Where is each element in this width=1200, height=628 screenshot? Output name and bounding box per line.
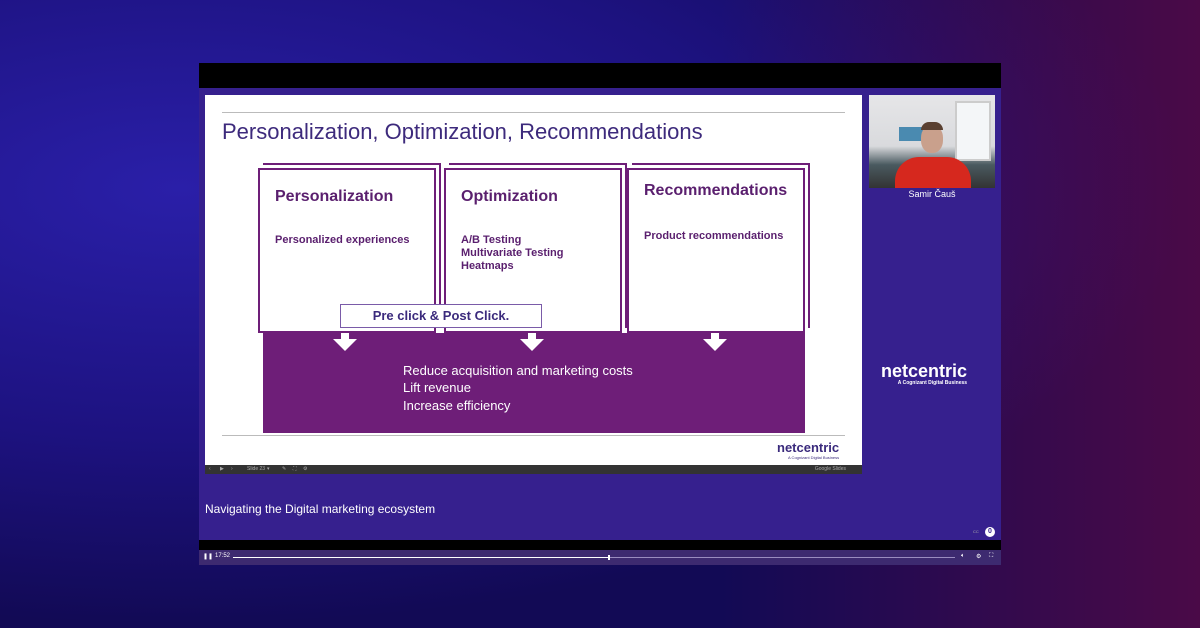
card-item: Heatmaps	[461, 260, 514, 272]
outcome: Increase efficiency	[403, 398, 511, 413]
video-player: Personalization, Optimization, Recommend…	[199, 63, 1001, 565]
prev-slide-icon[interactable]: ‹	[209, 466, 211, 472]
play-icon[interactable]: ▶	[220, 466, 224, 472]
slide-select[interactable]: Slide 23	[247, 466, 266, 472]
seek-thumb[interactable]	[608, 555, 611, 560]
cc-label[interactable]: CC	[973, 529, 979, 534]
presenter-head	[921, 125, 943, 153]
arrow-stem	[711, 333, 719, 339]
badge[interactable]: 0	[985, 527, 995, 537]
top-band	[199, 63, 1001, 88]
volume-icon[interactable]: 🔈︎	[961, 553, 965, 559]
dropdown-icon[interactable]: ▾	[267, 466, 270, 472]
pen-icon[interactable]: ✎	[282, 466, 287, 472]
logo-sub: A Cognizant Digital Business	[788, 455, 840, 460]
player-controls: ❚❚ 17:52 🔈︎ ⚙ ⛶	[199, 550, 1001, 565]
brand-label: Google Slides	[814, 466, 846, 472]
webcam-video	[869, 95, 995, 188]
seek-fill	[233, 557, 609, 558]
seek-bar[interactable]	[233, 555, 955, 560]
presenter-name: Samir Čauš	[908, 189, 956, 199]
outcome: Lift revenue	[403, 380, 471, 395]
card-heading: Recommendations	[644, 182, 788, 199]
fullscreen-icon[interactable]: ⛶	[989, 553, 994, 559]
card-item: Product recommendations	[644, 230, 784, 242]
settings-icon[interactable]: ⚙	[976, 554, 982, 560]
current-time: 17:52	[215, 553, 231, 559]
logo-text: netcentric	[881, 361, 968, 381]
arrow-stem	[341, 333, 349, 339]
pre-post-click-banner: Pre click & Post Click.	[340, 304, 542, 328]
video-title: Navigating the Digital marketing ecosyst…	[205, 502, 436, 516]
settings-icon[interactable]: ⚙	[303, 466, 308, 472]
presenter-body	[895, 157, 971, 188]
bottom-band	[199, 540, 1001, 550]
outcome: Reduce acquisition and marketing costs	[403, 363, 633, 378]
card-heading: Optimization	[461, 188, 558, 205]
top-rule	[222, 112, 845, 113]
card-item: Multivariate Testing	[461, 247, 564, 259]
slide-title: Personalization, Optimization, Recommend…	[222, 119, 703, 144]
fullscreen-icon[interactable]: ⛶	[293, 466, 297, 472]
card-recommendations: Recommendations Product recommendations	[627, 168, 805, 333]
card-heading: Personalization	[275, 188, 394, 205]
logo-text: netcentric	[777, 440, 840, 455]
card-item: Personalized experiences	[275, 234, 410, 246]
slides-toolbar: ‹ ▶ › Slide 23 ▾ ✎ ⛶ ⚙ Google Slides	[205, 465, 862, 474]
slide: Personalization, Optimization, Recommend…	[205, 95, 862, 465]
arrow-down-icon	[520, 339, 544, 351]
arrow-stem	[528, 333, 536, 339]
card-item: A/B Testing	[461, 234, 522, 246]
arrow-down-icon	[703, 339, 727, 351]
window	[955, 101, 991, 161]
presenter-hair	[921, 122, 943, 130]
next-slide-icon[interactable]: ›	[231, 466, 233, 472]
arrow-down-icon	[333, 339, 357, 351]
logo-sub: A Cognizant Digital Business	[897, 380, 968, 386]
bottom-rule	[222, 435, 845, 436]
pause-icon[interactable]: ❚❚	[203, 554, 214, 560]
